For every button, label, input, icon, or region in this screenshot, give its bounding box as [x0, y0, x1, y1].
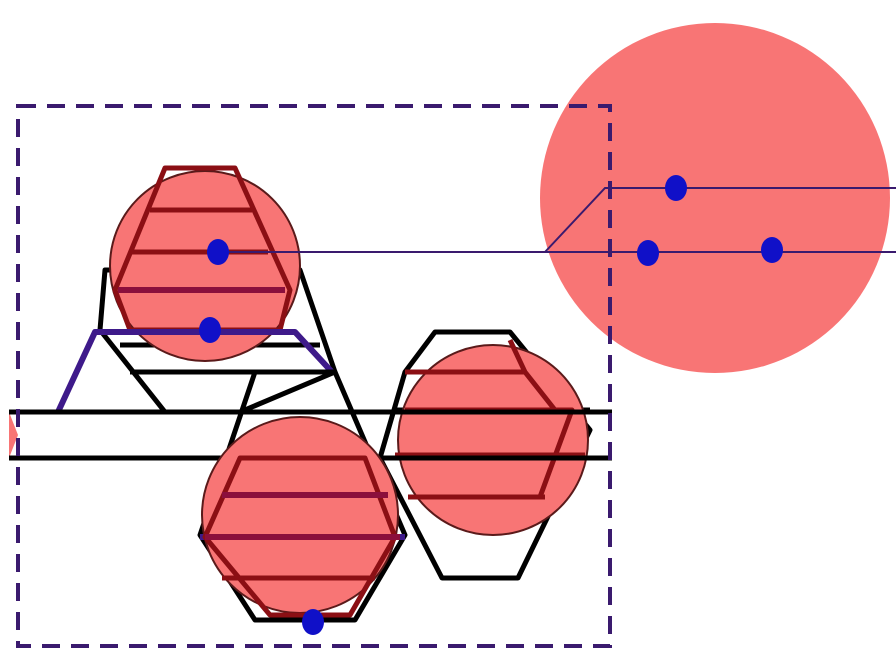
purple-trapezoid [55, 329, 335, 414]
circle-top-left [109, 170, 301, 362]
connector-upper [544, 187, 896, 253]
node [637, 240, 659, 266]
large-circle [540, 23, 890, 373]
edge-wedge [9, 412, 18, 458]
node [302, 609, 324, 635]
dashed-bounding-box [16, 104, 612, 648]
node [199, 317, 221, 343]
node [207, 239, 229, 265]
node [665, 175, 687, 201]
node [761, 237, 783, 263]
